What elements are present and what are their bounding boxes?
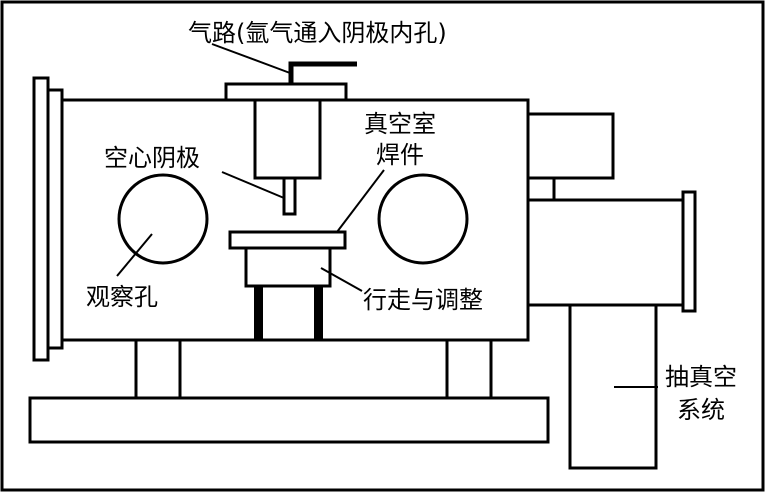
carriage-support-right [314,286,323,340]
label-vacuum-chamber: 真空室 [364,110,436,138]
label-observation-hole: 观察孔 [86,283,158,311]
hollow-cathode-holder [253,98,322,180]
weldment-plate [228,230,347,250]
label-travel-adjust: 行走与调整 [363,286,483,314]
chamber-leg-right [445,338,493,400]
label-weldment: 焊件 [376,141,424,169]
cathode-top-flange [224,82,348,102]
chamber-leg-left [134,338,182,400]
leader-observation-hole [116,233,153,277]
label-hollow-cathode: 空心阴极 [104,144,200,172]
gas-inlet-pipe [288,61,357,84]
label-vacuum-pump-line1: 抽真空 [665,363,737,391]
chamber-door-flange [32,76,50,362]
carriage-support-left [254,286,263,340]
hollow-cathode-tip [282,176,297,216]
observation-window-right [377,173,469,265]
pump-pipe [525,198,685,307]
chamber-side-port-neck [525,176,556,202]
pump-pipe-flange [681,190,697,313]
chamber-side-port [525,112,615,180]
travel-carriage [244,246,332,288]
base-platform [28,396,550,444]
leader-travel-adjust [320,267,363,292]
label-gas-path: 气路(氩气通入阴极内孔) [188,19,447,47]
leader-hollow-cathode [221,171,285,199]
label-vacuum-pump-line2: 系统 [677,396,725,424]
observation-window-left [117,173,209,265]
leader-weldment [336,169,385,233]
leader-gas-path [211,43,291,74]
chamber-door-plate [46,88,64,350]
